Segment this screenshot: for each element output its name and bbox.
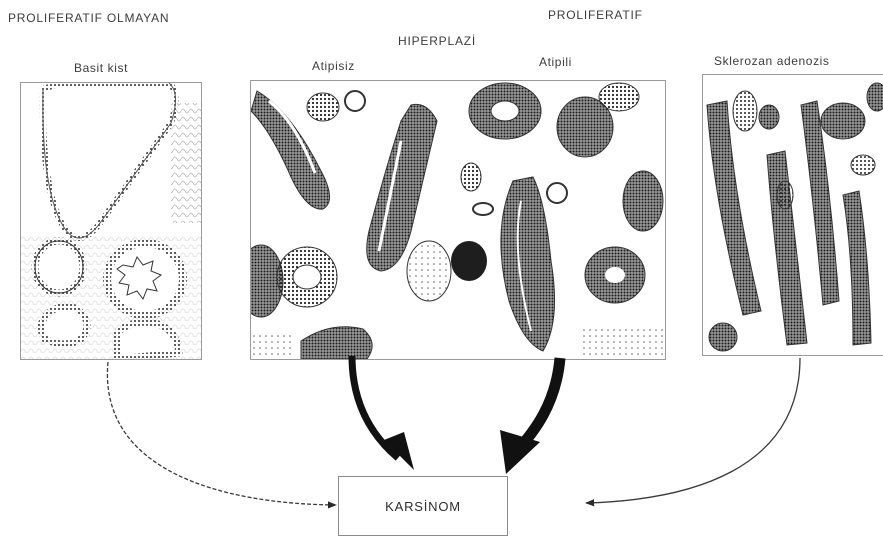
carcinoma-box: KARSİNOM — [338, 476, 508, 536]
arrow-simple-cyst — [107, 362, 336, 505]
carcinoma-label: KARSİNOM — [385, 499, 461, 514]
arrow-sclerosing-adenosis — [586, 358, 800, 503]
